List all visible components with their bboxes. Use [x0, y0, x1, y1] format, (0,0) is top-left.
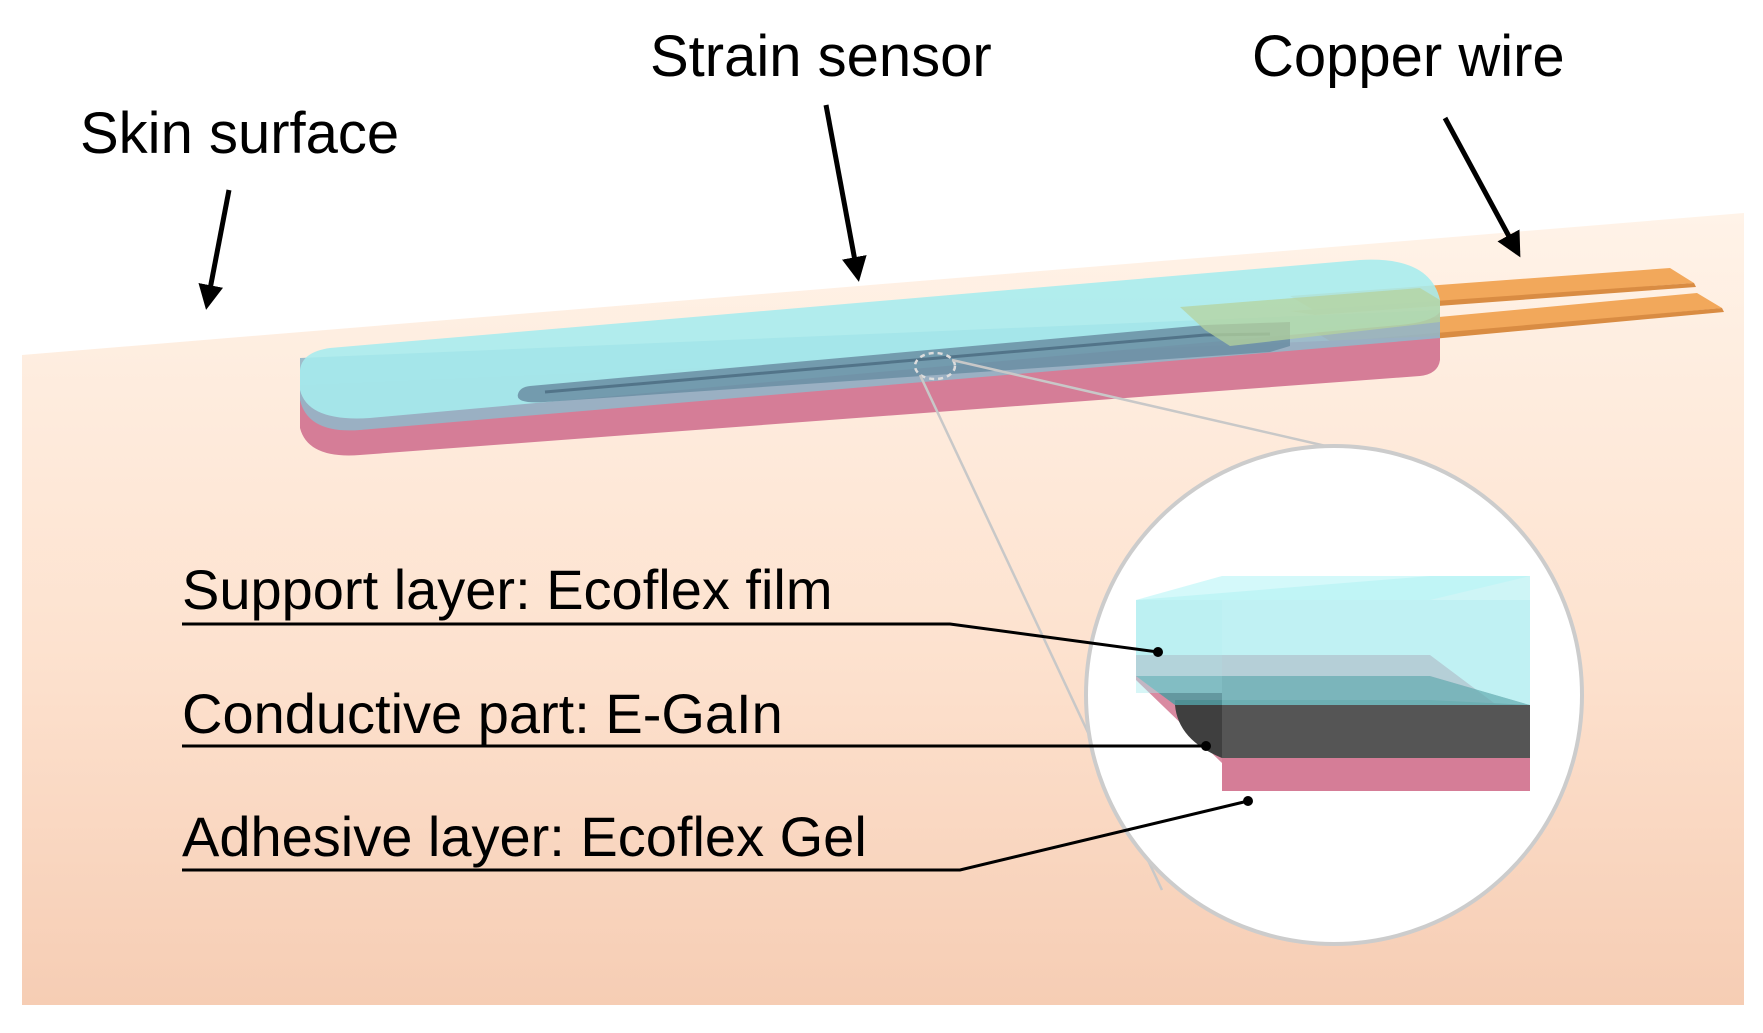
copper-wire-label: Copper wire	[1252, 24, 1565, 89]
skin-surface-arrow	[198, 189, 232, 310]
electrode-pad	[1180, 288, 1440, 346]
egain-block	[1175, 700, 1530, 758]
zoom-marker	[913, 351, 957, 381]
conductive-part-label: Conductive part: E-GaIn	[182, 682, 783, 745]
skin-surface-label: Skin surface	[80, 101, 399, 166]
adhesive-gel-strip	[300, 336, 1440, 456]
adhesive-layer-leader	[182, 799, 1249, 872]
support-film-block	[1136, 576, 1530, 705]
support-layer-label: Support layer: Ecoflex film	[182, 558, 832, 621]
adhesive-layer-label: Adhesive layer: Ecoflex Gel	[182, 805, 867, 868]
support-film-top	[300, 259, 1440, 419]
magnified-cross-section	[1084, 444, 1584, 946]
strain-sensor-label: Strain sensor	[650, 24, 992, 89]
support-layer-leader	[182, 622, 1159, 654]
strain-sensor-arrow	[823, 104, 867, 282]
copper-wire-arrow	[1442, 116, 1521, 258]
strain-sensor	[300, 259, 1440, 456]
zoom-line-upper	[951, 358, 1366, 457]
